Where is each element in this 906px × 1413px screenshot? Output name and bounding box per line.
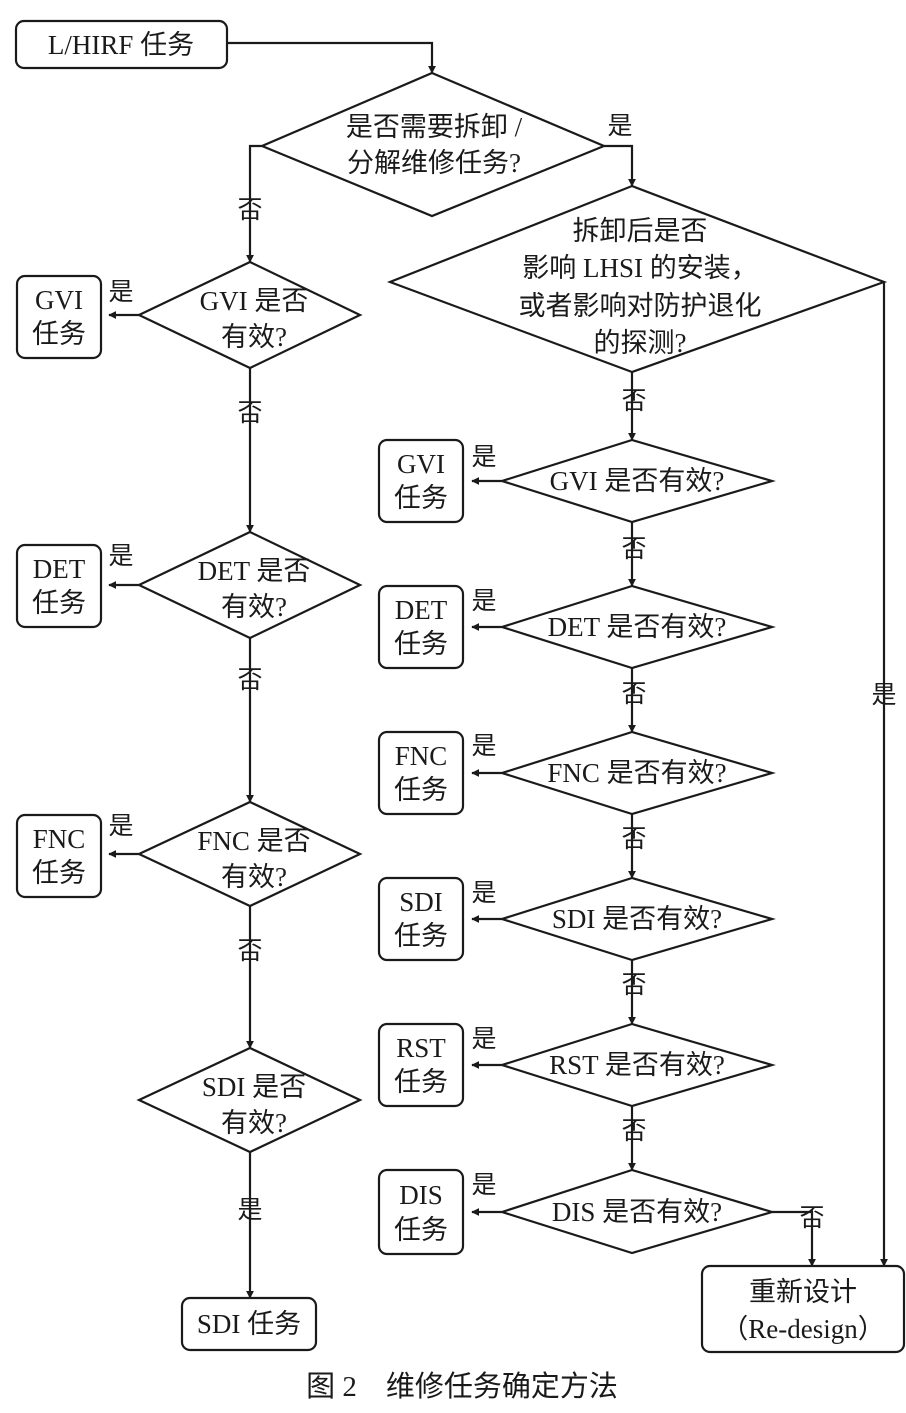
redesign-line2: （Re-design） [721, 1314, 884, 1344]
right-result-rst: RST 任务 [377, 1022, 465, 1108]
left-decision-sdi-line1: SDI 是否 [202, 1072, 306, 1102]
right-result-sdi: SDI 任务 [377, 876, 465, 962]
left-decision-gvi: GVI 是否 有效? [136, 260, 363, 370]
left-result-fnc-line1: FNC [33, 824, 86, 854]
right-result-dis: DIS 任务 [377, 1168, 465, 1256]
figure-caption: 图 2 维修任务确定方法 [306, 1370, 618, 1403]
left-result-det-line1: DET [33, 554, 86, 584]
right-result-dis-line2: 任务 [394, 1215, 448, 1245]
decision-impact-line1: 拆卸后是否 [573, 216, 708, 246]
label-no-disassemble: 否 [237, 197, 262, 224]
left-decision-det-line1: DET 是否 [198, 556, 311, 586]
label-yes-right-dis: 是 [471, 1172, 496, 1199]
right-result-sdi-line2: 任务 [394, 921, 448, 951]
branch-labels: 是 否 是 否 是 否 是 否 是 否 是 是 否 是 否 是 否 是 否 是 … [108, 113, 896, 1232]
right-result-sdi-line1: SDI [399, 887, 443, 917]
left-decision-det-line2: 有效? [221, 592, 287, 622]
redesign-node: 重新设计 （Re-design） [700, 1264, 906, 1354]
right-decision-rst-text: RST 是否有效? [549, 1050, 725, 1080]
left-result-det-line2: 任务 [32, 588, 86, 618]
label-no-right-fnc: 否 [621, 826, 646, 853]
start-node: L/HIRF 任务 [14, 19, 229, 70]
start-text: L/HIRF 任务 [48, 30, 194, 60]
label-no-left-det: 否 [237, 667, 262, 694]
right-decision-det-text: DET 是否有效? [548, 612, 727, 642]
label-no-right-rst: 否 [621, 1118, 646, 1145]
decision-impact-line4: 的探测? [594, 328, 687, 358]
label-yes-disassemble: 是 [607, 113, 632, 140]
label-no-left-fnc: 否 [237, 938, 262, 965]
left-decision-fnc-line2: 有效? [221, 862, 287, 892]
left-decision-sdi-line2: 有效? [221, 1108, 287, 1138]
right-result-rst-line1: RST [396, 1033, 446, 1063]
right-result-det-line2: 任务 [394, 629, 448, 659]
left-result-det: DET 任务 [15, 543, 103, 629]
left-decision-fnc-line1: FNC 是否 [197, 826, 310, 856]
decision-impact-line3: 或者影响对防护退化 [519, 291, 762, 321]
label-yes-left-fnc: 是 [108, 813, 133, 840]
right-decision-sdi-text: SDI 是否有效? [552, 904, 722, 934]
label-yes-left-det: 是 [108, 543, 133, 570]
label-no-right-det: 否 [621, 681, 646, 708]
label-no-right-gvi: 否 [621, 536, 646, 563]
left-result-sdi-text: SDI 任务 [197, 1309, 301, 1339]
right-decision-gvi-text: GVI 是否有效? [550, 466, 725, 496]
label-no-impact: 否 [621, 388, 646, 415]
decision-disassemble-line2: 分解维修任务? [347, 148, 521, 178]
right-result-det-line1: DET [395, 595, 448, 625]
label-yes-right-det: 是 [471, 588, 496, 615]
label-yes-impact: 是 [871, 682, 896, 709]
decision-disassemble-line1: 是否需要拆卸 / [346, 112, 523, 142]
right-decision-gvi: GVI 是否有效? [498, 438, 776, 524]
right-result-fnc-line2: 任务 [394, 775, 448, 805]
label-yes-right-sdi: 是 [471, 880, 496, 907]
decision-disassemble: 是否需要拆卸 / 分解维修任务? [259, 71, 607, 218]
left-result-fnc-line2: 任务 [32, 858, 86, 888]
label-yes-left-gvi: 是 [108, 279, 133, 306]
label-yes-right-rst: 是 [471, 1026, 496, 1053]
redesign-line1: 重新设计 [749, 1277, 857, 1307]
label-yes-right-gvi: 是 [471, 444, 496, 471]
decision-impact: 拆卸后是否 影响 LHSI 的安装， 或者影响对防护退化 的探测? [386, 184, 888, 374]
left-decision-sdi: SDI 是否 有效? [136, 1046, 363, 1154]
right-result-dis-line1: DIS [399, 1180, 443, 1210]
arrow-right-dis-no [772, 1210, 816, 1267]
label-no-right-dis: 否 [799, 1205, 824, 1232]
label-no-left-gvi: 否 [237, 400, 262, 427]
left-decision-det: DET 是否 有效? [136, 530, 363, 640]
right-result-fnc-line1: FNC [395, 741, 448, 771]
right-decision-det: DET 是否有效? [498, 584, 776, 670]
right-decision-rst: RST 是否有效? [498, 1022, 776, 1108]
right-decision-sdi: SDI 是否有效? [498, 876, 776, 962]
label-yes-left-sdi: 是 [237, 1197, 262, 1224]
right-result-det: DET 任务 [377, 584, 465, 670]
right-decision-fnc-text: FNC 是否有效? [547, 758, 726, 788]
right-result-fnc: FNC 任务 [377, 730, 465, 816]
right-decision-fnc: FNC 是否有效? [498, 730, 776, 816]
arrow-disassemble-yes [604, 144, 636, 187]
arrow-start-to-disassemble [227, 41, 436, 74]
connectors [108, 41, 888, 1299]
right-result-rst-line2: 任务 [394, 1067, 448, 1097]
right-result-gvi-line1: GVI [397, 449, 445, 479]
left-result-gvi: GVI 任务 [15, 274, 103, 360]
decision-impact-line2: 影响 LHSI 的安装， [522, 253, 758, 283]
right-result-gvi-line2: 任务 [394, 483, 448, 513]
right-result-gvi: GVI 任务 [377, 438, 465, 524]
left-result-sdi: SDI 任务 [180, 1296, 318, 1352]
left-decision-gvi-line2: 有效? [221, 322, 287, 352]
right-decision-dis: DIS 是否有效? [498, 1168, 776, 1255]
left-result-fnc: FNC 任务 [15, 813, 103, 899]
arrow-disassemble-no [246, 144, 262, 263]
label-no-right-sdi: 否 [621, 972, 646, 999]
left-decision-gvi-line1: GVI 是否 [200, 286, 309, 316]
left-result-gvi-line2: 任务 [32, 319, 86, 349]
right-decision-dis-text: DIS 是否有效? [552, 1197, 722, 1227]
label-yes-right-fnc: 是 [471, 733, 496, 760]
left-decision-fnc: FNC 是否 有效? [136, 800, 363, 908]
left-result-gvi-line1: GVI [35, 285, 83, 315]
